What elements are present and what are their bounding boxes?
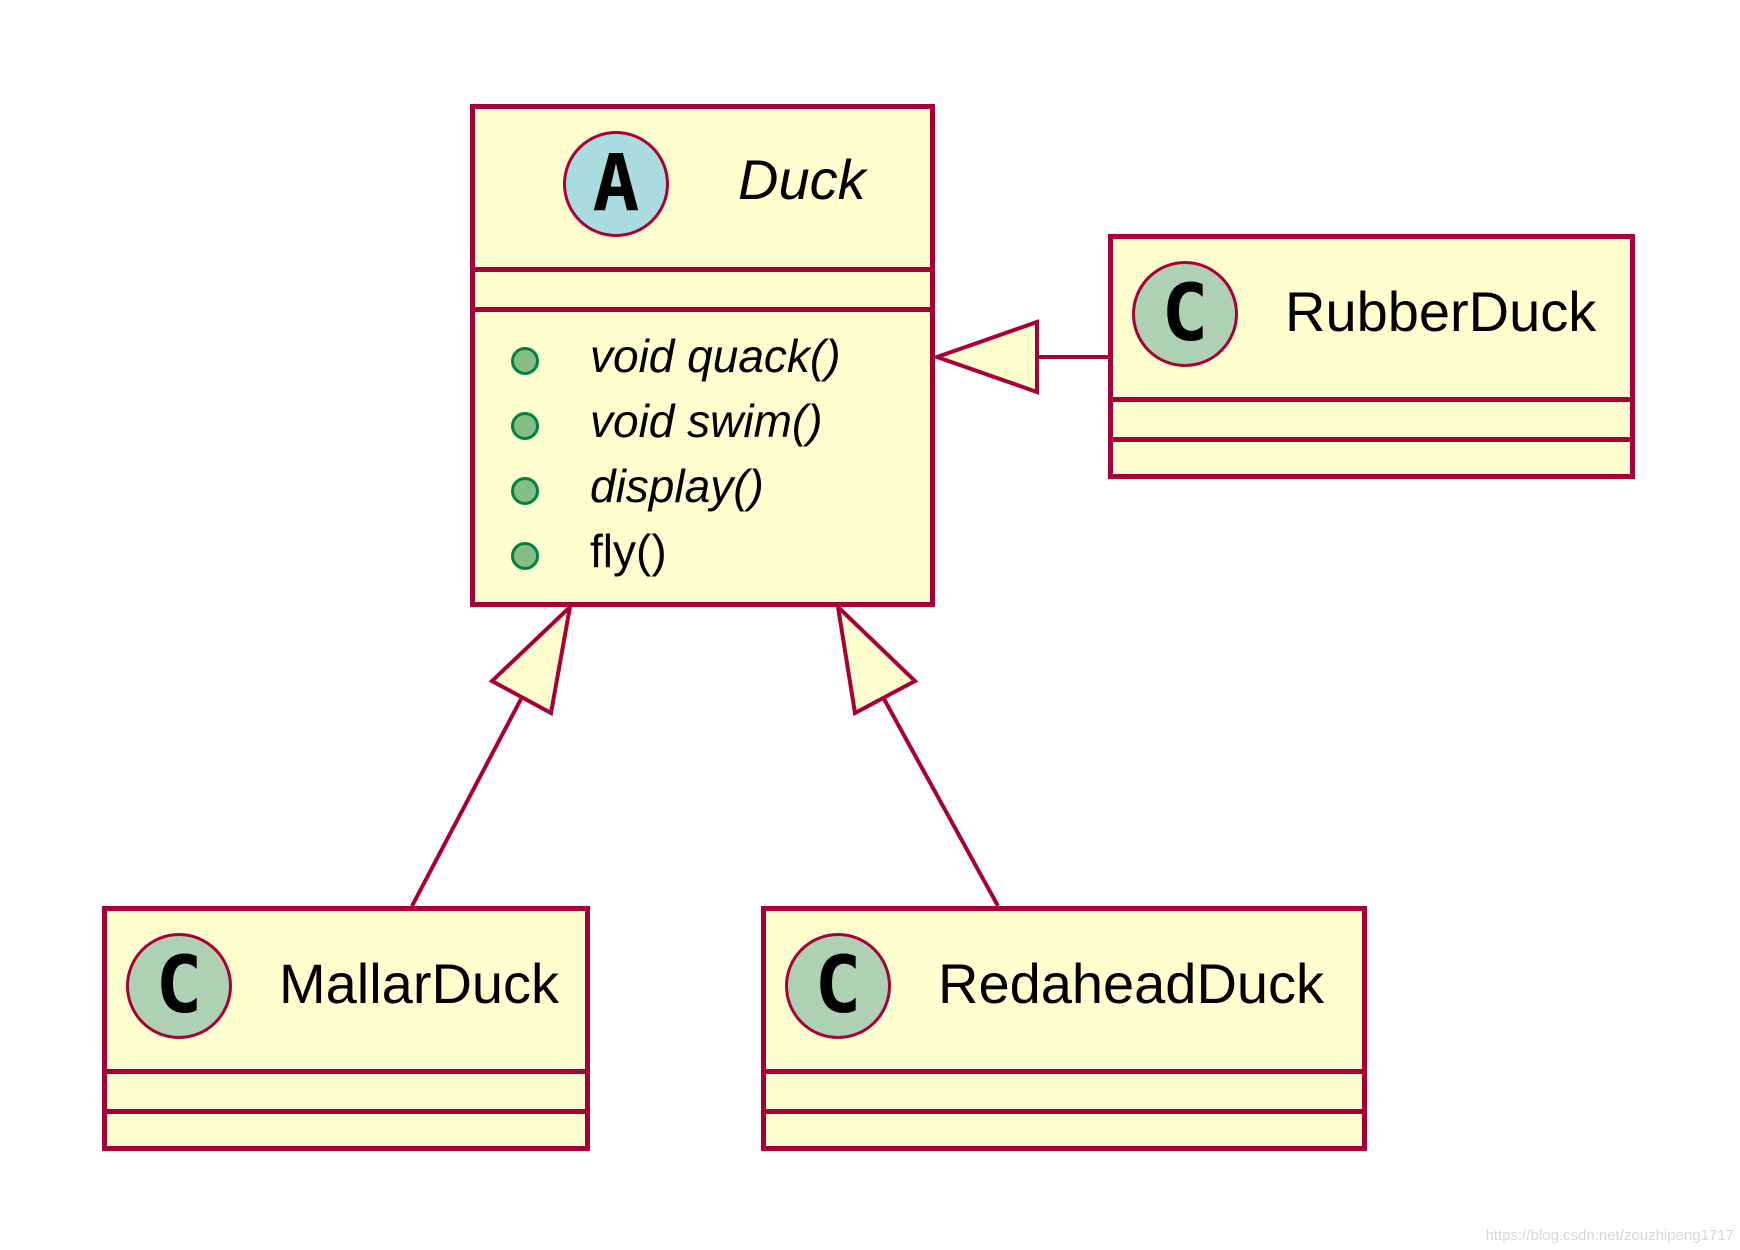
class-name: Duck <box>738 148 866 211</box>
method-signature: fly() <box>590 525 667 577</box>
class-header: C RedaheadDuck <box>766 911 1362 1071</box>
badge-letter: C <box>814 941 862 1031</box>
inheritance-mallarduck-duck <box>410 601 574 907</box>
class-header: C RubberDuck <box>1113 239 1630 399</box>
public-visibility-icon <box>511 347 539 375</box>
class-header: C MallarDuck <box>107 911 585 1071</box>
class-duck[interactable]: A Duck void quack() void swim() display(… <box>470 104 935 607</box>
class-name: MallarDuck <box>279 952 560 1015</box>
method-signature: void quack() <box>590 330 841 382</box>
method-row[interactable]: fly() <box>475 524 930 582</box>
methods-separator <box>1113 437 1630 442</box>
class-badge-icon: C <box>1132 261 1238 367</box>
class-mallarduck[interactable]: C MallarDuck <box>102 906 590 1151</box>
method-row[interactable]: display() <box>475 459 930 517</box>
methods-separator <box>107 1109 585 1114</box>
watermark-text: https://blog.csdn.net/zouzhipeng1717 <box>1485 1227 1734 1244</box>
method-row[interactable]: void swim() <box>475 394 930 452</box>
methods-separator <box>766 1109 1362 1114</box>
inheritance-arrowhead <box>488 601 574 717</box>
class-name: RedaheadDuck <box>938 952 1325 1015</box>
method-signature: void swim() <box>590 395 823 447</box>
class-header: A Duck <box>475 109 930 269</box>
class-badge-icon: C <box>785 933 891 1039</box>
method-signature: display() <box>590 460 764 512</box>
class-redaheadduck[interactable]: C RedaheadDuck <box>761 906 1367 1151</box>
public-visibility-icon <box>511 412 539 440</box>
public-visibility-icon <box>511 477 539 505</box>
class-name: RubberDuck <box>1285 280 1597 343</box>
attributes-separator <box>766 1069 1362 1074</box>
class-rubberduck[interactable]: C RubberDuck <box>1108 234 1635 479</box>
abstract-class-badge-icon: A <box>563 131 669 237</box>
inheritance-arrowhead <box>835 601 919 717</box>
inheritance-redaheadduck-duck <box>835 601 1000 907</box>
public-visibility-icon <box>511 542 539 570</box>
attributes-separator <box>1113 397 1630 402</box>
badge-letter: C <box>155 941 203 1031</box>
badge-letter: A <box>592 139 640 229</box>
class-badge-icon: C <box>126 933 232 1039</box>
inheritance-rubberduck-duck <box>930 319 1108 395</box>
attributes-separator <box>475 267 930 272</box>
inheritance-arrowhead <box>930 319 1039 395</box>
method-row[interactable]: void quack() <box>475 329 930 387</box>
attributes-separator <box>107 1069 585 1074</box>
methods-separator <box>475 307 930 312</box>
badge-letter: C <box>1161 269 1209 359</box>
